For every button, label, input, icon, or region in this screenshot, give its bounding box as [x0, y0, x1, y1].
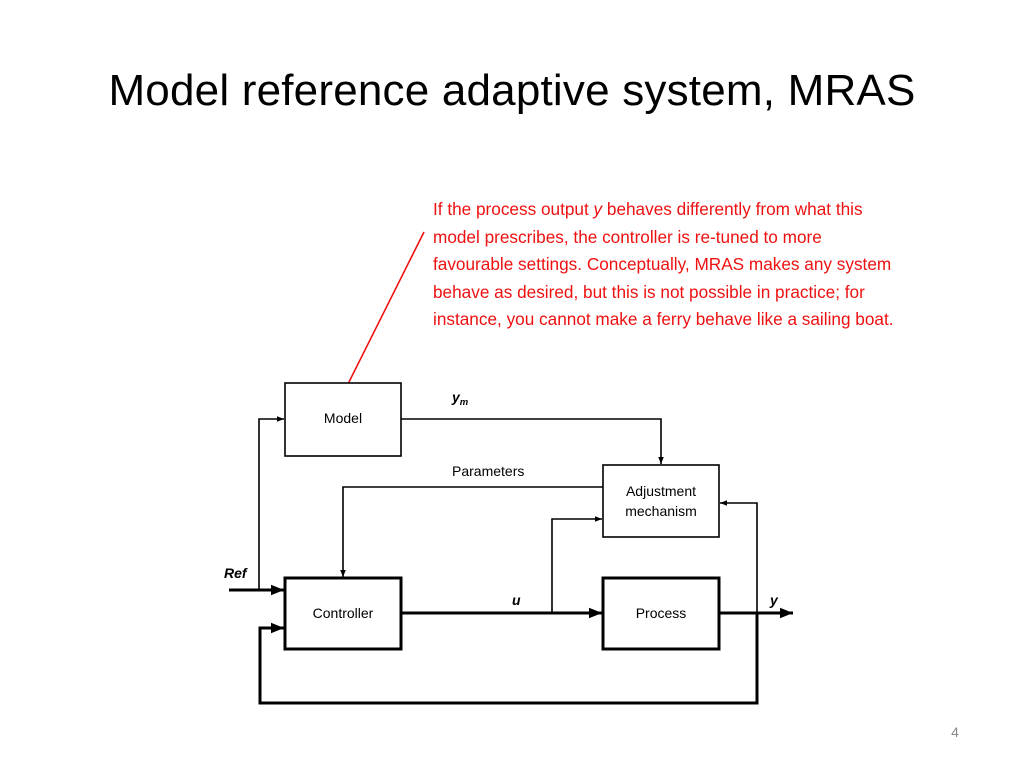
parameters-signal-arrow	[340, 486, 603, 577]
u-to-adjustment-arrow	[551, 516, 602, 613]
annotation-variable-y: y	[593, 199, 603, 219]
y-to-adjustment-arrow	[720, 500, 758, 613]
adjustment-label-line2: mechanism	[625, 503, 697, 519]
model-label: Model	[324, 410, 362, 426]
process-label: Process	[636, 605, 687, 621]
annotation-line-2: model prescribes, the controller is re-t…	[433, 226, 822, 247]
slide-title: Model reference adaptive system, MRAS	[108, 66, 916, 115]
u-label: u	[512, 592, 521, 608]
parameters-label: Parameters	[452, 463, 524, 479]
page-number: 4	[951, 724, 959, 740]
ym-label: ym	[451, 389, 469, 408]
annotation-line-3: favourable settings. Conceptually, MRAS …	[433, 254, 892, 274]
feedback-loop-arrow	[258, 613, 759, 705]
adjustment-label-line1: Adjustment	[626, 483, 696, 499]
ym-signal-arrow	[401, 418, 664, 464]
model-block: Model	[284, 382, 402, 457]
annotation-line-1-start: If the process output	[433, 199, 594, 219]
annotation-line-5: instance, you cannot make a ferry behave…	[433, 309, 894, 329]
adjustment-mechanism-block: Adjustment mechanism	[602, 464, 720, 538]
process-block: Process	[601, 576, 721, 651]
annotation-line-1-end: behaves differently from what this	[602, 199, 863, 219]
annotation-text: If the process output y behaves differen…	[433, 196, 1003, 334]
ref-to-model-arrow	[258, 416, 284, 590]
y-label: y	[769, 592, 779, 608]
controller-block: Controller	[283, 576, 403, 651]
ref-label: Ref	[224, 565, 248, 581]
annotation-pointer-line	[342, 231, 425, 395]
annotation-line-1: If the process output y behaves differen…	[433, 196, 1003, 224]
annotation-line-4: behave as desired, but this is not possi…	[433, 281, 865, 302]
controller-label: Controller	[313, 605, 374, 621]
